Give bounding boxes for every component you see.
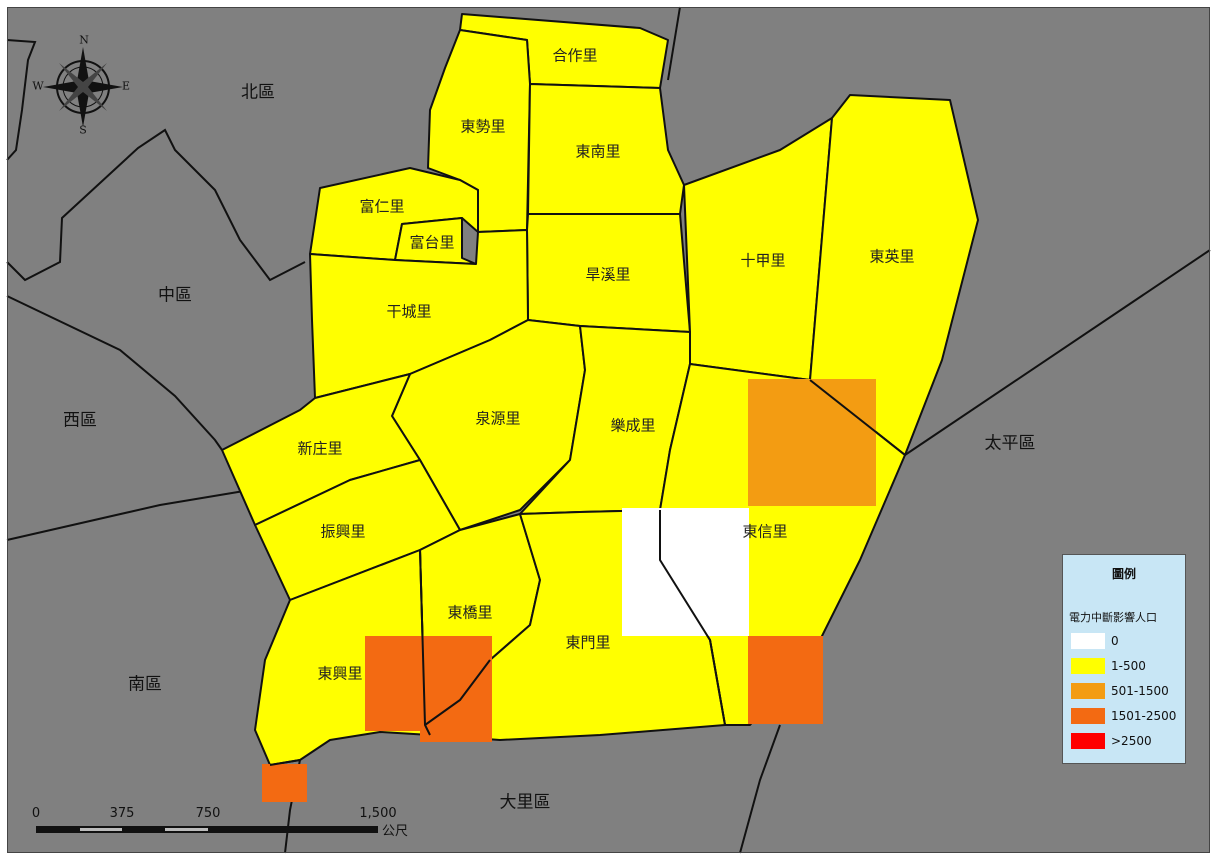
village-label-dongshi: 東勢里	[460, 117, 506, 136]
village-label-futai: 富台里	[409, 233, 455, 252]
village-label-zhenxing: 振興里	[320, 522, 366, 541]
legend-swatch	[1071, 733, 1105, 749]
compass-s: S	[79, 123, 87, 137]
village-label-dongnan: 東南里	[575, 142, 621, 161]
legend-swatch	[1071, 633, 1105, 649]
legend-item: 501-1500	[1071, 683, 1183, 699]
district-label-north: 北區	[241, 82, 275, 103]
village-label-hezuo: 合作里	[552, 46, 598, 65]
village-label-dongqiao: 東橋里	[447, 603, 493, 622]
impact-cells	[262, 379, 876, 802]
legend-subtitle: 電力中斷影響人口	[1069, 611, 1157, 624]
village-label-dongying: 東英里	[869, 247, 915, 266]
legend-item: 0	[1071, 633, 1183, 649]
impact-cell	[622, 508, 749, 636]
compass-rose	[43, 47, 123, 127]
compass-n: N	[79, 33, 89, 47]
legend: 圖例 電力中斷影響人口 0 1-500 501-1500 1501-2500 >2500	[1062, 554, 1186, 764]
scale-tick-375: 375	[109, 806, 135, 821]
legend-swatch	[1071, 708, 1105, 724]
village-label-dongxin: 東信里	[742, 522, 788, 541]
village-label-xinzhuang: 新庄里	[297, 439, 343, 458]
legend-swatch	[1071, 683, 1105, 699]
village-futai	[394, 217, 477, 265]
legend-item: 1501-2500	[1071, 708, 1183, 724]
village-label-shijia: 十甲里	[740, 251, 786, 270]
legend-title: 圖例	[1111, 567, 1136, 581]
village-label-dongmen: 東門里	[565, 633, 611, 652]
village-polygons	[221, 13, 979, 766]
village-label-quanyuan: 泉源里	[475, 409, 521, 428]
scale-bar	[36, 826, 378, 833]
village-label-furen: 富仁里	[359, 197, 405, 216]
impact-cell	[748, 636, 823, 724]
legend-label: 501-1500	[1111, 684, 1169, 698]
village-label-gancheng: 干城里	[386, 302, 432, 321]
scale-tick-0: 0	[31, 806, 41, 821]
scale-tick-750: 750	[195, 806, 221, 821]
district-label-dali: 大里區	[499, 792, 551, 813]
impact-cell	[365, 636, 420, 731]
compass-w: W	[32, 79, 44, 93]
legend-label: 1501-2500	[1111, 709, 1177, 723]
village-boundary-overlay	[269, 379, 906, 766]
impact-cell	[262, 764, 307, 802]
legend-label: 0	[1111, 634, 1119, 648]
district-label-south: 南區	[128, 674, 162, 695]
impact-cell	[420, 636, 492, 742]
legend-label: >2500	[1111, 734, 1152, 748]
legend-item: >2500	[1071, 733, 1183, 749]
compass-e: E	[121, 79, 131, 93]
district-label-west: 西區	[63, 410, 97, 431]
district-label-central: 中區	[158, 285, 192, 306]
district-label-taiping: 太平區	[984, 433, 1036, 454]
village-label-dongxing: 東興里	[317, 664, 363, 683]
scale-unit: 公尺	[382, 824, 409, 839]
impact-cell	[748, 379, 876, 506]
village-label-lecheng: 樂成里	[610, 416, 656, 435]
legend-label: 1-500	[1111, 659, 1146, 673]
legend-swatch	[1071, 658, 1105, 674]
village-label-hanxi: 旱溪里	[585, 265, 631, 284]
scale-tick-1500: 1,500	[359, 806, 397, 821]
legend-item: 1-500	[1071, 658, 1183, 674]
